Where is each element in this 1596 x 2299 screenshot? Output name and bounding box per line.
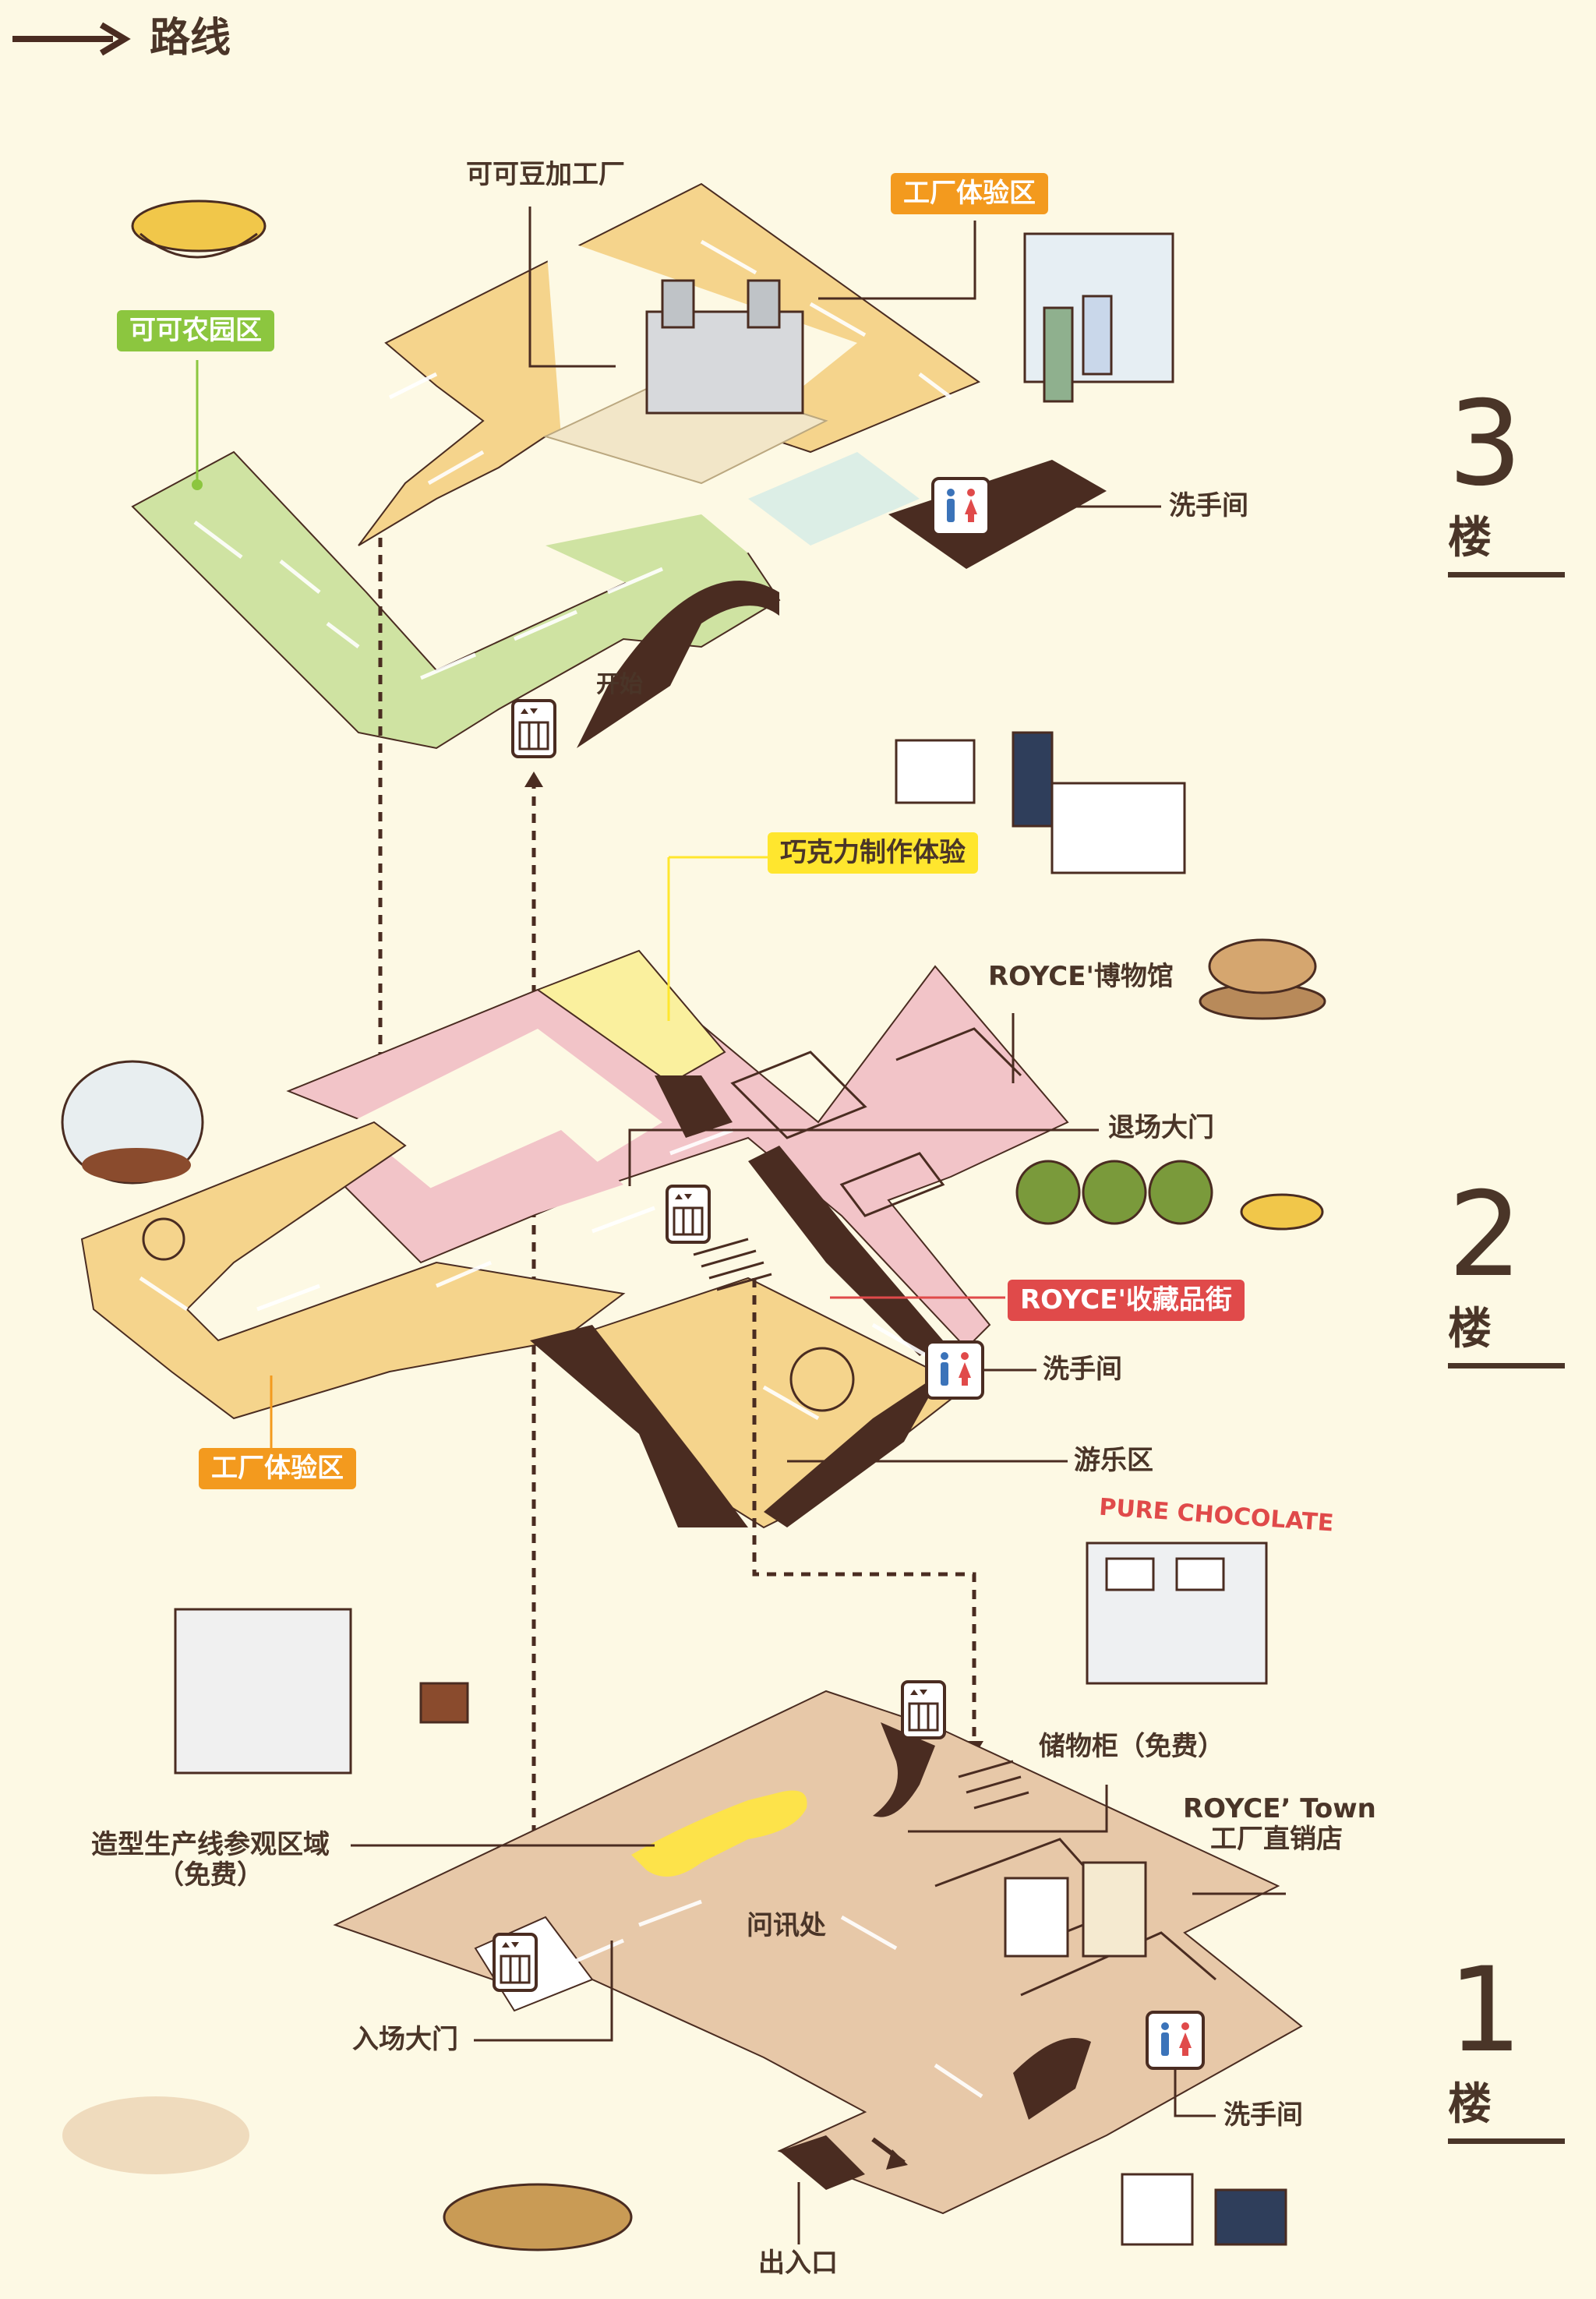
floor-1-indicator: 1楼 — [1448, 1952, 1565, 2144]
floor-2-suffix: 楼 — [1448, 1304, 1492, 1354]
play-area-label: 游乐区 — [1074, 1445, 1153, 1476]
route-legend-label: 路线 — [150, 15, 231, 62]
cocoa-dome-illustration — [61, 1060, 204, 1185]
cacao-pod-illustration — [131, 200, 267, 259]
bear-illustration — [1199, 938, 1326, 1020]
floor1-map — [62, 1541, 1303, 2251]
route-arrow-icon — [12, 22, 131, 56]
floor-1-suffix: 楼 — [1448, 2079, 1492, 2130]
floor-3-indicator: 3楼 — [1448, 386, 1565, 577]
royce-town-outlet-label: ROYCE’ Town 工厂直销店 — [1183, 1793, 1376, 1856]
elevator-icon — [901, 1680, 946, 1739]
restroom-label: 洗手间 — [1169, 490, 1248, 521]
production-line-viewing-label: 造型生产线参观区域 （免费） — [78, 1829, 343, 1891]
direction-arrow-icon — [886, 2149, 908, 2170]
locker-label: 储物柜（免费） — [1039, 1731, 1224, 1762]
production-line-illustration — [174, 1608, 469, 1775]
royce-museum-label: ROYCE'博物馆 — [988, 961, 1174, 992]
entrance-exit-label: 出入口 — [758, 2248, 838, 2279]
elevator-icon — [511, 699, 556, 758]
chocolate-workshop-illustration — [895, 731, 1186, 874]
restroom-label: 洗手间 — [1043, 1354, 1122, 1385]
floor-1-number: 1 — [1448, 1943, 1523, 2078]
exit-gate-label: 退场大门 — [1108, 1112, 1214, 1143]
shop-bags-illustration — [1004, 1861, 1287, 2246]
restroom-icon — [1146, 2011, 1205, 2070]
royce-collection-street-tag: ROYCE'收藏品街 — [1008, 1280, 1245, 1321]
information-desk-label: 问讯处 — [747, 1910, 826, 1941]
cacao-processing-factory-label: 可可豆加工厂 — [466, 159, 625, 190]
floor3-map — [131, 182, 1174, 1995]
start-label: 开始 — [596, 671, 643, 698]
floor-3-number: 3 — [1448, 376, 1523, 512]
elevator-icon — [666, 1185, 711, 1244]
restroom-icon — [931, 477, 990, 536]
royce-town-subtitle: 工厂直销店 — [1210, 1824, 1343, 1856]
elevator-icon — [493, 1933, 538, 1992]
floor-3-suffix: 楼 — [1448, 513, 1492, 563]
restroom-label: 洗手间 — [1223, 2099, 1303, 2131]
entrance-gate-label: 入场大门 — [352, 2024, 458, 2055]
visitors-illustration — [62, 2096, 633, 2251]
factory-experience-area-tag: 工厂体验区 — [199, 1448, 356, 1489]
restroom-icon — [925, 1340, 984, 1400]
floor-2-number: 2 — [1448, 1167, 1523, 1303]
floor-2-indicator: 2楼 — [1448, 1177, 1565, 1368]
factory-experience-area-tag: 工厂体验区 — [891, 173, 1048, 214]
vending-machine-illustration — [1086, 1541, 1268, 1685]
royce-town-name: ROYCE’ Town — [1183, 1793, 1376, 1824]
chocolate-making-experience-tag: 巧克力制作体验 — [768, 832, 978, 874]
floor2-map — [61, 731, 1326, 1757]
factory-visitors-illustration — [1023, 232, 1174, 403]
trees-illustration — [1015, 1160, 1324, 1231]
cacao-farm-area-tag: 可可农园区 — [117, 310, 274, 351]
production-line-title: 造型生产线参观区域 — [91, 1829, 330, 1860]
production-line-free-note: （免费） — [157, 1859, 263, 1891]
